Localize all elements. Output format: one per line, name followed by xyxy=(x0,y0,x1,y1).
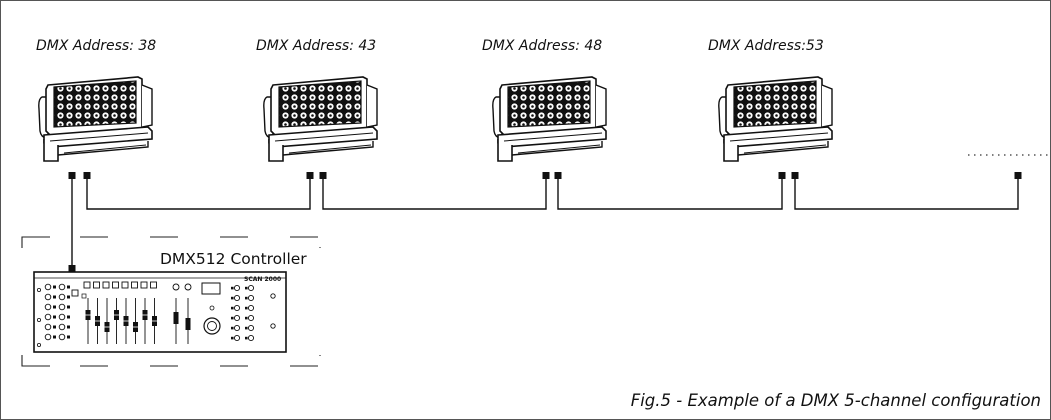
jog-wheel xyxy=(203,317,221,335)
connector-f3-out xyxy=(554,172,562,179)
connector-f4-in xyxy=(778,172,786,179)
fixture-4-address-label: DMX Address:53 xyxy=(708,38,824,54)
controller-label: DMX512 Controller xyxy=(160,250,307,268)
led-matrix xyxy=(53,80,137,128)
fixtures-group xyxy=(38,76,833,162)
connector-controller-out xyxy=(68,265,76,272)
fixture-1-address-label: DMX Address: 38 xyxy=(36,38,157,54)
cable-fixture-3-to-4 xyxy=(557,176,783,210)
connector-f4-out xyxy=(791,172,799,179)
connector-f1-in xyxy=(68,172,76,179)
led-matrix xyxy=(733,80,817,128)
fixture-3-address-label: DMX Address: 48 xyxy=(482,38,603,54)
fixture-3 xyxy=(492,76,607,162)
figure-caption: Fig.5 - Example of a DMX 5-channel confi… xyxy=(630,391,1041,410)
controller-dashed-box xyxy=(21,236,321,367)
fixture-2-address-label: DMX Address: 43 xyxy=(256,38,377,54)
connector-f2-out xyxy=(319,172,327,179)
cable-fixture-4-to-next xyxy=(794,176,1019,210)
cable-fixture-2-to-3 xyxy=(322,176,547,210)
controller-brand: SCAN 2000 xyxy=(244,276,281,283)
led-matrix xyxy=(507,80,591,128)
dmx-cable-chain xyxy=(71,176,1019,268)
cable-fixture-1-to-2 xyxy=(86,176,311,210)
led-matrix xyxy=(278,80,362,128)
connector-f3-in xyxy=(542,172,550,179)
connector-next-in xyxy=(1014,172,1022,179)
fixture-1 xyxy=(38,76,153,162)
controller-body xyxy=(33,271,287,353)
dmx512-controller: SCAN 2000 xyxy=(33,271,287,353)
fixture-2 xyxy=(263,76,378,162)
connector-f1-out xyxy=(83,172,91,179)
connector-f2-in xyxy=(306,172,314,179)
connectors xyxy=(68,172,1022,272)
fixture-4 xyxy=(718,76,833,162)
